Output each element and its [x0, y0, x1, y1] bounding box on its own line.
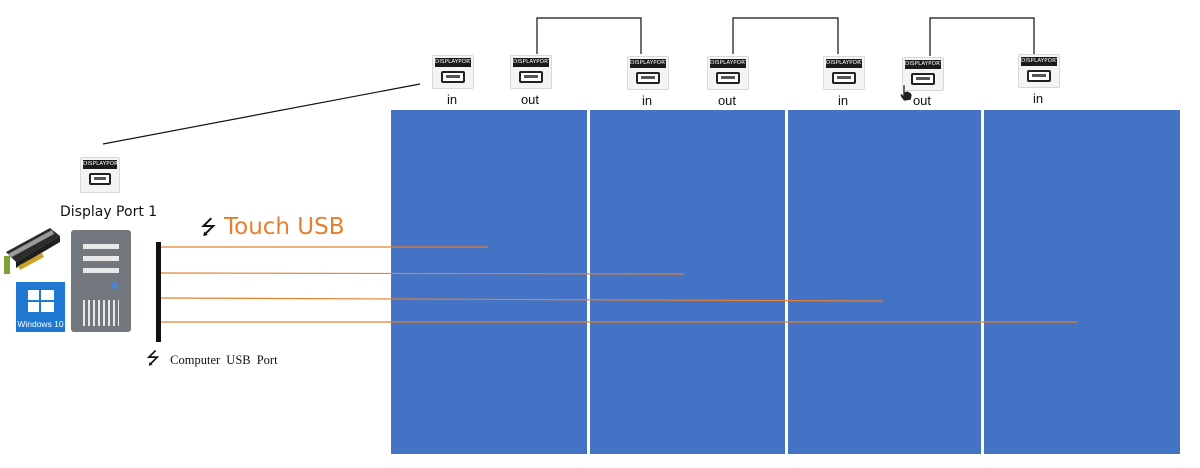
- port-label-in: in: [837, 93, 849, 108]
- displayport-icon: DISPLAYPORT: [823, 56, 865, 90]
- windows-icon: [28, 290, 54, 312]
- port-label-in: in: [446, 92, 458, 107]
- displayport-cable-pc: [102, 83, 421, 145]
- displayport-icon: DISPLAYPORT: [1018, 54, 1060, 88]
- display-panel-1: [391, 110, 587, 454]
- daisy-chain-link-3: [929, 17, 1035, 56]
- display-panel-2: [590, 110, 785, 454]
- port-label-out: out: [717, 93, 737, 108]
- computer-tower-icon: [71, 230, 131, 332]
- port-label-out: out: [912, 93, 932, 108]
- displayport-icon: DISPLAYPORT: [432, 55, 474, 89]
- usb-icon: ⭍: [146, 349, 161, 369]
- port-label-in: in: [641, 93, 653, 108]
- windows-10-logo-text: Windows 10: [17, 319, 64, 329]
- graphics-card-icon: [4, 228, 60, 274]
- port-label-in: in: [1032, 91, 1044, 106]
- touch-usb-wire-3: [160, 297, 884, 302]
- display-panel-3: [788, 110, 981, 454]
- computer-usb-port-label: ⭍ Computer USB Port: [146, 346, 278, 375]
- displayport-icon: DISPLAYPORT: [510, 55, 552, 89]
- hand-cursor-icon: [899, 84, 913, 102]
- usb-icon: ⭍: [200, 215, 217, 239]
- touch-usb-label: ⭍ Touch USB: [200, 213, 345, 247]
- displayport-icon: DISPLAYPORT: [80, 157, 120, 193]
- displayport-icon: DISPLAYPORT: [627, 56, 669, 90]
- touch-usb-wire-2: [160, 272, 685, 275]
- displayport-icon: DISPLAYPORT: [707, 56, 749, 90]
- computer-usb-port-text: Computer USB Port: [170, 353, 278, 367]
- windows-10-logo: Windows 10: [16, 282, 65, 332]
- daisy-chain-link-1: [536, 17, 642, 54]
- touch-usb-text: Touch USB: [223, 214, 345, 240]
- display-panel-4: [984, 110, 1180, 454]
- display-port-1-label: Display Port 1: [60, 204, 158, 220]
- port-label-out: out: [520, 92, 540, 107]
- daisy-chain-link-2: [732, 17, 839, 54]
- displayport-icon: DISPLAYPORT: [902, 57, 944, 91]
- usb-hub-bar: [156, 242, 161, 342]
